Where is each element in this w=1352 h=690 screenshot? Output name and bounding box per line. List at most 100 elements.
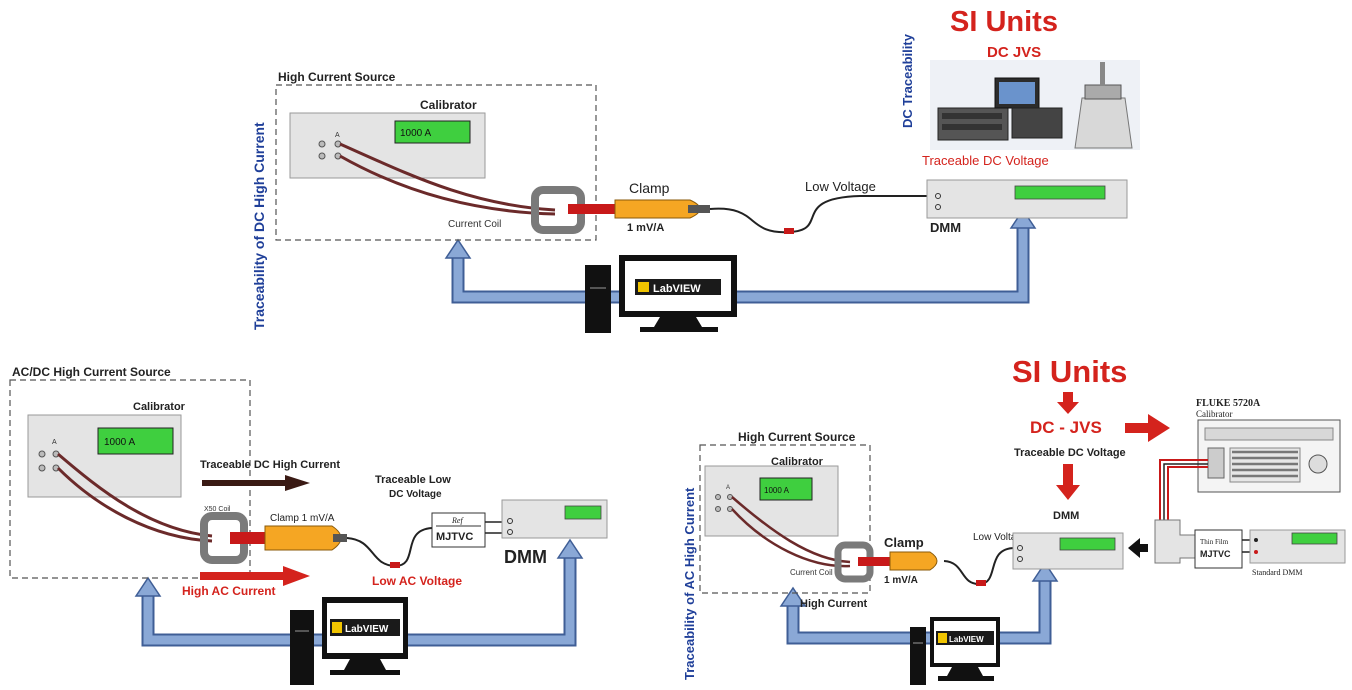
br-coil-label: Current Coil bbox=[790, 568, 833, 577]
br-thin-film-label: Thin Film bbox=[1200, 538, 1229, 546]
br-dmm-display bbox=[1059, 537, 1116, 551]
top-source-label: High Current Source bbox=[278, 70, 396, 84]
bl-mjtvc-label: MJTVC bbox=[436, 531, 473, 543]
br-terminal-label: A bbox=[726, 485, 730, 491]
br-clamp-label: Clamp bbox=[884, 535, 924, 550]
bl-labview-label: LabVIEW bbox=[345, 624, 389, 635]
top-clamp-head bbox=[568, 204, 618, 214]
bottom-left-diagram: AC/DC High Current Source Calibrator 100… bbox=[9, 365, 608, 685]
br-calibrator-label: Calibrator bbox=[771, 456, 824, 468]
br-mjtvc-label: MJTVC bbox=[1200, 549, 1231, 559]
bl-coil-label: X50 Coil bbox=[204, 506, 231, 513]
top-vertical-title: Traceability of DC High Current bbox=[251, 122, 267, 330]
br-display bbox=[759, 477, 813, 501]
br-lead bbox=[943, 547, 1016, 586]
bl-computer: LabVIEW bbox=[290, 597, 408, 685]
bl-dmm-display bbox=[564, 505, 602, 520]
br-vertical-title: Traceability of AC High Current bbox=[682, 487, 697, 680]
br-arrow-to-dmm bbox=[1128, 538, 1148, 558]
bl-traceable-low-2: DC Voltage bbox=[389, 489, 442, 500]
labview-icon bbox=[938, 633, 947, 643]
top-source-box bbox=[275, 84, 597, 241]
br-clamp-body bbox=[889, 551, 938, 571]
br-pipe-arrow-right bbox=[1031, 561, 1059, 582]
br-computer: LabVIEW bbox=[910, 617, 1000, 685]
bl-traceable-low-1: Traceable Low bbox=[375, 474, 451, 486]
br-low-voltage-label: Low Voltage bbox=[973, 532, 1028, 543]
br-labview-label: LabVIEW bbox=[949, 635, 984, 644]
br-si-units: SI Units bbox=[1012, 354, 1127, 389]
br-fluke-label: FLUKE 5720A bbox=[1196, 398, 1261, 409]
top-coil-label: Current Coil bbox=[448, 219, 501, 230]
top-dc-jvs: DC JVS bbox=[987, 44, 1041, 61]
br-fluke-sub: Calibrator bbox=[1196, 409, 1233, 419]
bl-clamp-body bbox=[264, 525, 342, 551]
top-calibrator-label: Calibrator bbox=[420, 98, 477, 112]
top-dmm-label: DMM bbox=[930, 220, 961, 235]
bl-clamp-label: Clamp 1 mV/A bbox=[270, 513, 335, 524]
bl-calibrator-label: Calibrator bbox=[133, 401, 186, 413]
bl-calibrator bbox=[27, 414, 182, 498]
top-diagram: High Current Source Calibrator 1000 A A … bbox=[251, 6, 1140, 333]
bl-cable bbox=[57, 452, 213, 538]
br-arrow-si-to-jvs bbox=[1057, 392, 1079, 414]
br-high-current-label: High Current bbox=[800, 598, 868, 610]
bl-lead bbox=[346, 527, 433, 568]
bl-source-label: AC/DC High Current Source bbox=[12, 365, 171, 379]
br-fluke-leads bbox=[1159, 459, 1208, 520]
bl-traceable-dc-current: Traceable DC High Current bbox=[200, 459, 340, 471]
top-cable bbox=[339, 142, 556, 212]
br-arrow-jvs-to-fluke bbox=[1125, 414, 1170, 442]
br-dc-jvs: DC - JVS bbox=[1030, 418, 1102, 437]
br-traceable-dc-voltage: Traceable DC Voltage bbox=[1014, 447, 1126, 459]
br-display-value: 1000 A bbox=[764, 486, 790, 495]
bl-high-ac-current: High AC Current bbox=[182, 584, 276, 598]
bl-display bbox=[97, 427, 174, 455]
top-display-value: 1000 A bbox=[400, 128, 431, 139]
labview-icon bbox=[638, 282, 649, 292]
jvs-system-picture bbox=[930, 60, 1140, 150]
br-junction bbox=[1154, 519, 1196, 564]
bl-terminal-label: A bbox=[52, 439, 57, 446]
top-traceable-dc-voltage: Traceable DC Voltage bbox=[922, 153, 1049, 168]
br-mjtvc bbox=[1194, 529, 1243, 569]
top-clamp-ratio: 1 mV/A bbox=[627, 222, 664, 234]
bl-low-ac-voltage: Low AC Voltage bbox=[372, 574, 462, 588]
br-clamp-ratio: 1 mV/A bbox=[884, 575, 918, 586]
bl-dc-arrow bbox=[202, 475, 310, 491]
top-si-units: SI Units bbox=[950, 6, 1058, 38]
top-lead bbox=[709, 195, 930, 234]
bl-display-value: 1000 A bbox=[104, 437, 135, 448]
br-arrow-jvs-to-dmm bbox=[1056, 464, 1080, 500]
br-source-box bbox=[699, 444, 871, 594]
labview-icon bbox=[332, 622, 342, 633]
br-pipe-arrow-left bbox=[779, 586, 807, 607]
top-terminal-label: A bbox=[335, 132, 340, 139]
bl-pipe-arrow-left bbox=[134, 576, 162, 597]
bl-source-box bbox=[9, 379, 251, 579]
br-standard-dmm-label: Standard DMM bbox=[1252, 568, 1302, 577]
bl-pipe-arrow-right bbox=[556, 538, 584, 559]
top-labview-label: LabVIEW bbox=[653, 283, 701, 295]
fluke-5720a bbox=[1197, 419, 1341, 493]
bl-ac-arrow bbox=[200, 566, 310, 586]
top-pipe-arrow-right bbox=[1009, 208, 1037, 229]
top-computer: LabVIEW bbox=[585, 255, 737, 333]
bl-ref-label: Ref bbox=[451, 516, 464, 525]
top-clamp-body bbox=[614, 199, 701, 219]
br-calibrator bbox=[704, 465, 839, 537]
top-dmm-display bbox=[1014, 185, 1106, 200]
top-dc-traceability: DC Traceability bbox=[900, 33, 915, 128]
br-clamp-head bbox=[858, 557, 892, 566]
bl-clamp-head bbox=[230, 532, 270, 544]
br-dmm-label: DMM bbox=[1053, 510, 1079, 522]
top-display bbox=[394, 120, 471, 144]
br-source-label: High Current Source bbox=[738, 430, 856, 444]
bl-dmm-label: DMM bbox=[504, 547, 547, 567]
top-low-voltage-label: Low Voltage bbox=[805, 179, 876, 194]
bottom-right-diagram: Traceability of AC High Current High Cur… bbox=[682, 354, 1346, 685]
bl-mjtvc bbox=[431, 512, 486, 548]
top-pipe-arrow-left bbox=[444, 238, 472, 259]
top-clamp-label: Clamp bbox=[629, 180, 670, 196]
